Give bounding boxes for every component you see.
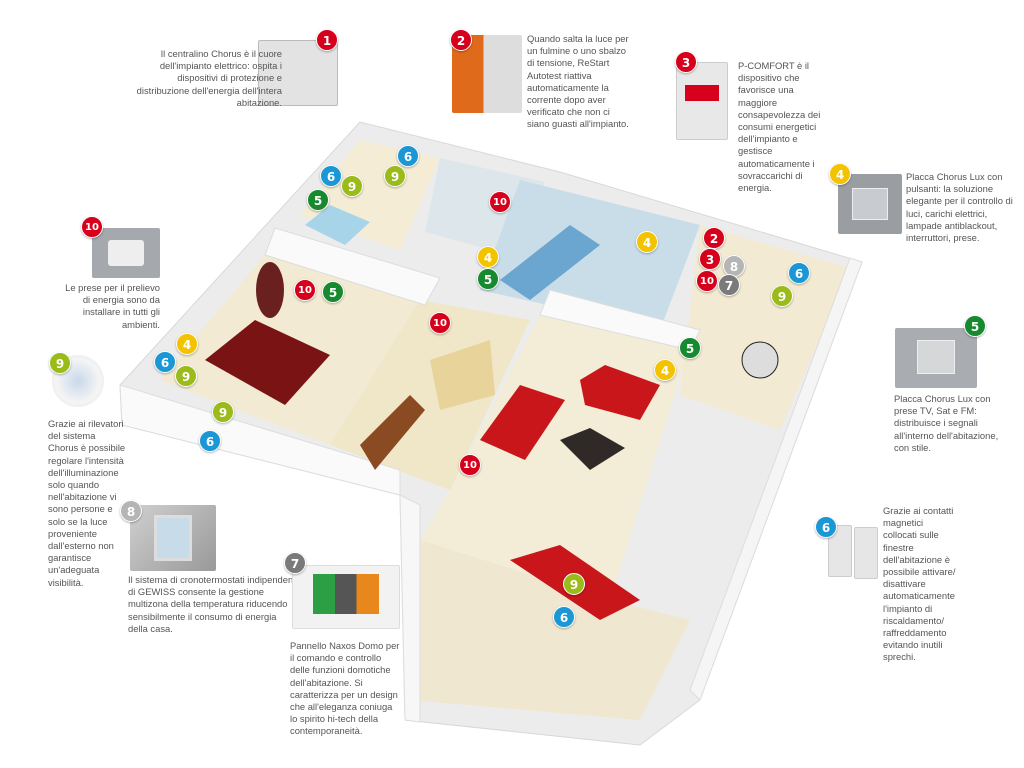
plan-marker[interactable]: 3 (699, 248, 721, 270)
plan-marker[interactable]: 5 (679, 337, 701, 359)
bed-small (305, 205, 370, 245)
product-7-description: Pannello Naxos Domo per il comando e con… (290, 640, 400, 737)
plan-marker[interactable]: 9 (212, 401, 234, 423)
product-1-description: Il centralino Chorus è il cuore dell'imp… (136, 48, 282, 108)
sofa-2 (580, 365, 660, 420)
floor-bottom (410, 540, 690, 720)
plan-marker[interactable]: 7 (718, 274, 740, 296)
wall-bottom (399, 494, 421, 723)
plan-marker[interactable]: 9 (771, 285, 793, 307)
sofa (480, 385, 565, 460)
plan-marker[interactable]: 6 (199, 430, 221, 452)
plan-marker[interactable]: 10 (696, 270, 718, 292)
plan-marker[interactable]: 9 (563, 573, 585, 595)
product-badge: 8 (120, 500, 142, 522)
thermostat-image (130, 505, 216, 571)
plan-marker[interactable]: 4 (176, 333, 198, 355)
tv-sat-fm-plate-image (895, 328, 977, 388)
plan-marker[interactable]: 9 (384, 165, 406, 187)
product-badge: 7 (284, 552, 306, 574)
magnetic-contact-image (854, 527, 878, 579)
wall-inner (264, 227, 441, 306)
plan-marker[interactable]: 5 (477, 268, 499, 290)
product-3-description: P-COMFORT è il dispositivo che favorisce… (738, 60, 821, 194)
product-badge: 3 (675, 51, 697, 73)
product-badge: 5 (964, 315, 986, 337)
product-badge: 9 (49, 352, 71, 374)
plan-marker[interactable]: 9 (341, 175, 363, 197)
plan-marker[interactable]: 6 (553, 606, 575, 628)
plan-marker[interactable]: 4 (636, 231, 658, 253)
plan-marker[interactable]: 9 (175, 365, 197, 387)
plan-marker[interactable]: 5 (322, 281, 344, 303)
product-10-description: Le prese per il prelievo di energia sono… (65, 282, 160, 330)
product-4-description: Placca Chorus Lux con pulsanti: la soluz… (906, 171, 1013, 244)
bed (205, 320, 330, 405)
chorus-panel-image (258, 40, 338, 106)
wall-inner-2 (539, 289, 701, 351)
product-badge: 10 (81, 216, 103, 238)
product-8-description: Il sistema di cronotermostati indipenden… (128, 574, 298, 634)
product-badge: 6 (815, 516, 837, 538)
product-badge: 2 (450, 29, 472, 51)
plan-marker[interactable]: 4 (477, 246, 499, 268)
mirror (256, 262, 284, 318)
stairs (430, 340, 495, 410)
plan-marker[interactable]: 6 (397, 145, 419, 167)
plan-marker[interactable]: 8 (723, 255, 745, 277)
product-6-description: Grazie ai contatti magnetici collocati s… (883, 505, 956, 663)
product-badge: 4 (829, 163, 851, 185)
plan-marker[interactable]: 5 (307, 189, 329, 211)
product-9-description: Grazie ai rilevatori del sistema Chorus … (48, 418, 126, 588)
plan-marker[interactable]: 2 (703, 227, 725, 249)
plan-marker[interactable]: 10 (459, 454, 481, 476)
wall-right (689, 257, 863, 701)
plan-marker[interactable]: 4 (654, 359, 676, 381)
plan-marker[interactable]: 6 (320, 165, 342, 187)
plan-marker[interactable]: 10 (294, 279, 316, 301)
product-badge: 1 (316, 29, 338, 51)
kitchen-counter (500, 225, 600, 300)
product-5-description: Placca Chorus Lux con prese TV, Sat e FM… (894, 393, 999, 453)
dining-table (741, 341, 779, 379)
plan-marker[interactable]: 10 (489, 191, 511, 213)
naxos-domo-panel-image (292, 565, 400, 629)
chorus-lux-buttons-image (838, 174, 902, 234)
plan-marker[interactable]: 6 (788, 262, 810, 284)
cabinet (360, 395, 425, 470)
product-2-description: Quando salta la luce per un fulmine o un… (527, 33, 629, 130)
p-comfort-image (676, 62, 728, 140)
socket-plate-image (92, 228, 160, 278)
plan-marker[interactable]: 10 (429, 312, 451, 334)
coffee-table (560, 428, 625, 470)
plan-marker[interactable]: 6 (154, 351, 176, 373)
